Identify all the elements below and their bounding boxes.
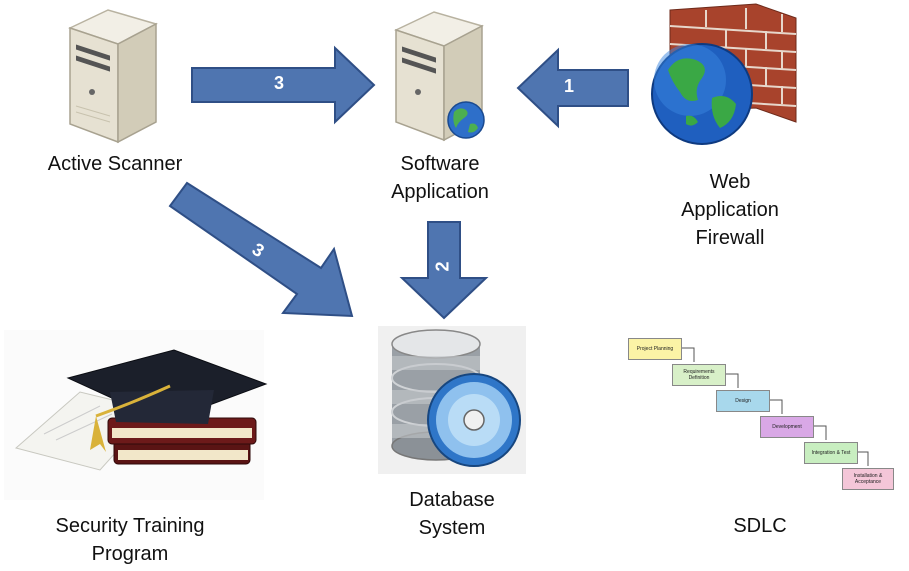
sdlc-step: Project Planning <box>628 338 682 360</box>
sdlc-step: Installation & Acceptance <box>842 468 894 490</box>
software-application-line1: Software <box>400 153 480 175</box>
sdlc-label: SDLC <box>733 515 787 537</box>
training-line2: Program <box>91 543 169 565</box>
active-scanner-label: Active Scanner <box>47 153 183 175</box>
software-application-label: Software Application <box>340 150 540 206</box>
software-application-line2: Application <box>391 181 489 203</box>
sdlc-step: Design <box>716 390 770 412</box>
sdlc-step: Requirements Definition <box>672 364 726 386</box>
firewall-globe-icon <box>651 3 797 145</box>
training-label: Security Training Program <box>20 512 240 568</box>
sdlc-step: Integration & Test <box>804 442 858 464</box>
waf-line2: Application <box>681 199 779 221</box>
database-disc-icon <box>391 329 521 467</box>
waf-label: Web Application Firewall <box>640 168 820 252</box>
server-tower-icon <box>67 9 158 144</box>
database-label: Database System <box>352 486 552 542</box>
waf-line1: Web <box>709 171 751 193</box>
waterfall-diagram-icon: Project Planning Requirements Definition… <box>620 330 894 506</box>
training-line1: Security Training <box>55 515 205 537</box>
graduation-cap-books-icon <box>4 330 268 500</box>
server-globe-icon <box>393 11 485 142</box>
waf-line3: Firewall <box>695 227 765 249</box>
database-line2: System <box>418 517 486 539</box>
arrow-label-scanner-to-app: 3 <box>274 73 285 93</box>
arrow-label-waf-to-app: 1 <box>564 76 575 96</box>
sdlc-step: Development <box>760 416 814 438</box>
sdlc-connectors <box>682 347 869 466</box>
database-line1: Database <box>409 489 495 511</box>
